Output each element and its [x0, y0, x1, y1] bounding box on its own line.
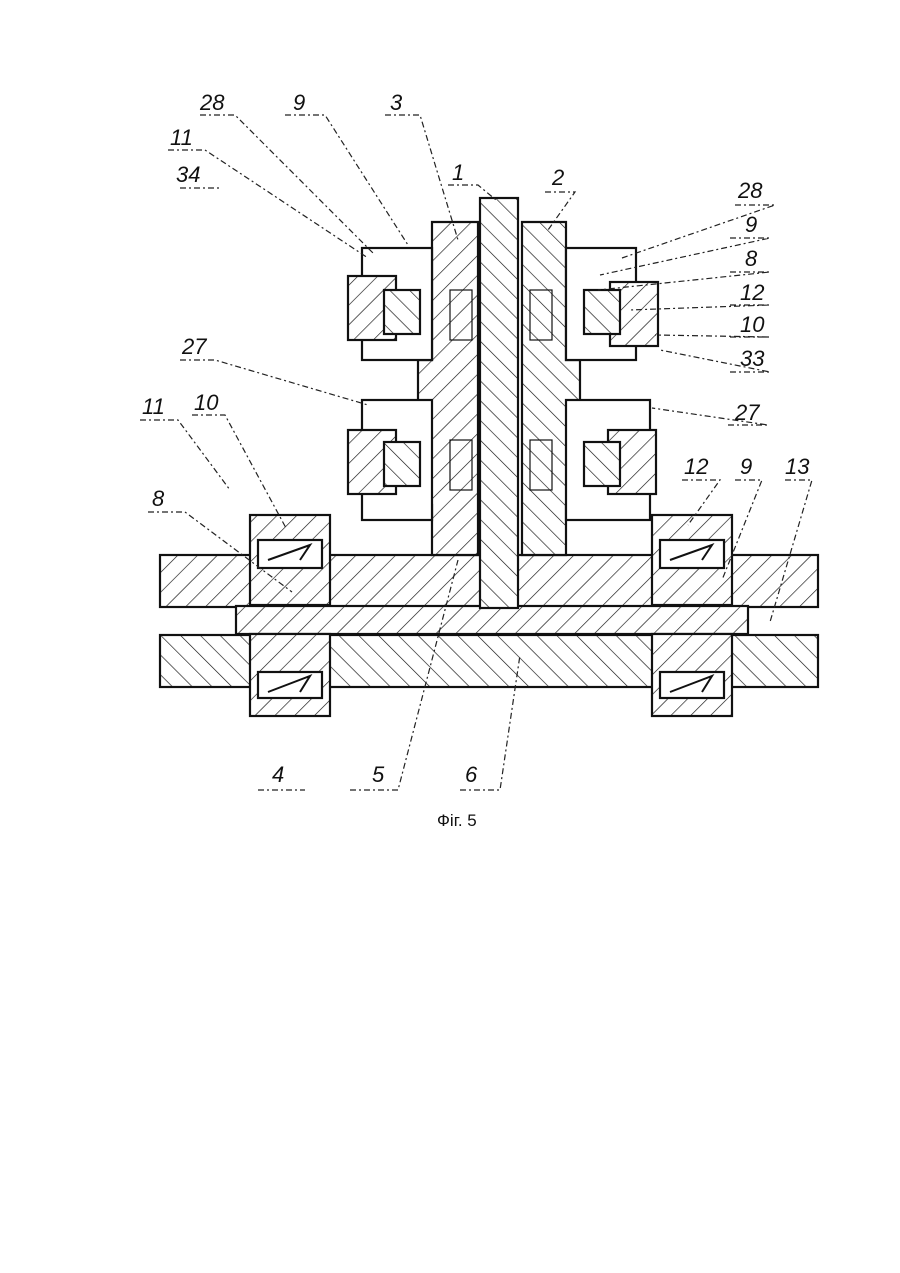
right-upper-roller — [652, 515, 732, 605]
label-9-right: 9 — [745, 212, 757, 237]
label-12-bottom: 12 — [684, 454, 708, 479]
label-11-top: 11 — [170, 125, 193, 150]
figure-caption: Фіг. 5 — [437, 811, 477, 830]
label-9-top: 9 — [293, 90, 305, 115]
label-2: 2 — [551, 165, 564, 190]
vertical-shaft — [480, 198, 518, 608]
horizontal-bar — [236, 606, 748, 634]
label-4: 4 — [272, 762, 284, 787]
label-10-right: 10 — [740, 312, 765, 337]
label-9-bottom: 9 — [740, 454, 752, 479]
label-10-left: 10 — [194, 390, 219, 415]
mechanism-drawing: 28 9 3 11 34 1 2 28 9 8 12 10 33 27 27 1… — [0, 0, 900, 860]
right-lower-roller — [652, 634, 732, 716]
label-8-right: 8 — [745, 246, 758, 271]
left-upper-roller — [250, 515, 330, 605]
label-13: 13 — [785, 454, 810, 479]
label-28-left: 28 — [199, 90, 225, 115]
label-27-right: 27 — [734, 400, 760, 425]
label-5: 5 — [372, 762, 385, 787]
label-12-right: 12 — [740, 280, 764, 305]
label-33: 33 — [740, 346, 765, 371]
label-3: 3 — [390, 90, 403, 115]
label-27-left: 27 — [181, 334, 207, 359]
label-34: 34 — [176, 162, 200, 187]
label-1: 1 — [452, 160, 464, 185]
label-8-left: 8 — [152, 486, 165, 511]
label-6: 6 — [465, 762, 478, 787]
left-lower-roller — [250, 634, 330, 716]
label-28-right: 28 — [737, 178, 763, 203]
label-11-left: 11 — [142, 394, 165, 419]
